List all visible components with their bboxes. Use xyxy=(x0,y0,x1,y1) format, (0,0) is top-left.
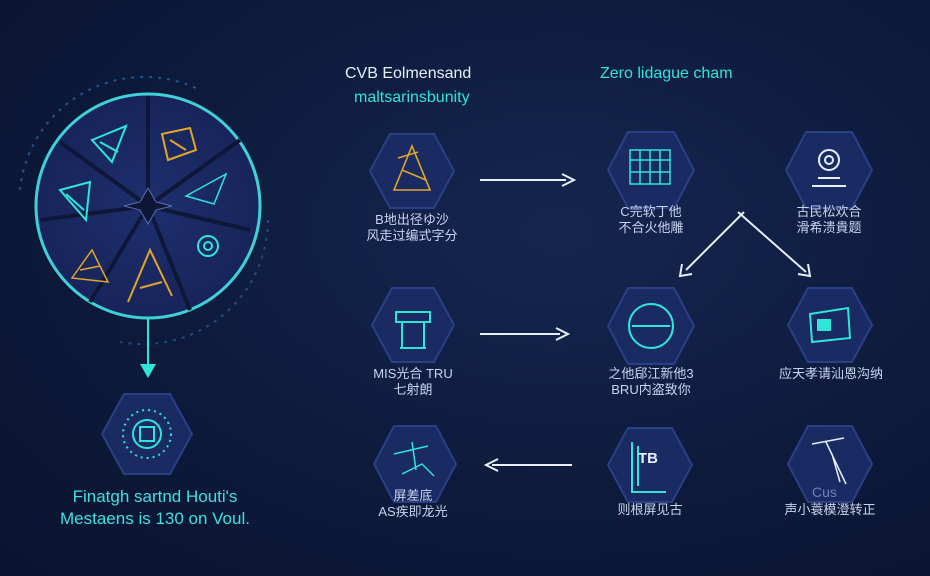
node-1-label: B地出径ゆ沙 风走过编式字分 xyxy=(342,212,482,244)
node-5-label: 之他郈江新他3 BRU内盗致你 xyxy=(576,366,726,398)
monitor-icon xyxy=(808,306,852,344)
node-9-label: 声小蓑模澄转正 xyxy=(752,502,908,518)
node-5-hexagon xyxy=(606,287,696,365)
calendar-icon xyxy=(629,149,671,185)
node-4-hexagon xyxy=(370,287,456,363)
node-4-label-line1: MIS光合 TRU xyxy=(373,366,453,381)
node-8-label: 则根屏见古 xyxy=(580,502,720,518)
location-pin-icon xyxy=(812,149,846,187)
node-3-label-line2: 滑希溃貴题 xyxy=(796,220,862,235)
arrow-right-2 xyxy=(480,327,571,341)
target-hexagon xyxy=(100,393,194,475)
right-flow-title: Zero lidague cham xyxy=(600,65,733,82)
node-2-label-line1: C完软丁他 xyxy=(620,204,682,219)
node-4-label-line2: 七射朗 xyxy=(393,382,433,397)
node-6-label-line1: 应天孝请汕恩沟纳 xyxy=(778,366,883,381)
node-1-label-line1: B地出径ゆ沙 xyxy=(375,212,449,227)
node-6-label: 应天孝请汕恩沟纳 xyxy=(748,366,914,382)
satellite-icon xyxy=(393,441,435,477)
node-8-label-line1: 则根屏见古 xyxy=(617,502,683,517)
left-caption: Finatgh sartnd Houti's Mestaens is 130 o… xyxy=(20,486,290,530)
ring-icon xyxy=(197,235,219,257)
triangle-icon xyxy=(90,124,128,164)
pyramid-icon xyxy=(58,180,92,223)
orbit-arc xyxy=(19,75,201,191)
tent-icon xyxy=(392,143,432,191)
node-7-label-line1: 屏差底 xyxy=(393,488,433,503)
node-5-label-line1: 之他郈江新他3 xyxy=(608,366,694,381)
node-3-label: 古民松欢合 滑希溃貴题 xyxy=(764,204,894,236)
node-6-hexagon xyxy=(786,287,874,363)
left-caption-line1: Finatgh sartnd Houti's xyxy=(72,487,238,506)
center-star-icon xyxy=(123,186,173,226)
branch-arrows xyxy=(678,211,812,278)
arrow-right-1 xyxy=(480,173,577,187)
node-7-label-line2: AS疾即龙光 xyxy=(378,504,448,519)
box-icon xyxy=(160,126,198,162)
node-2-label: C完软丁他 不合火他雕 xyxy=(586,204,716,236)
document-icon xyxy=(631,442,666,493)
node-2-label-line2: 不合火他雕 xyxy=(618,220,684,235)
node-9-inner-text: Cus xyxy=(812,484,837,500)
node-3-hexagon xyxy=(784,131,874,209)
node-7-hexagon xyxy=(372,425,458,503)
node-8-hexagon xyxy=(606,427,694,503)
flag-icon xyxy=(127,247,173,303)
orbit-arc xyxy=(119,219,269,346)
node-8-badge: TB xyxy=(638,450,658,467)
node-9-label-line1: 声小蓑模澄转正 xyxy=(784,502,876,517)
crane-icon xyxy=(811,437,847,485)
node-1-hexagon xyxy=(368,133,456,209)
left-flow-title: CVB Eolmensand xyxy=(345,65,472,82)
left-caption-line2: Mestaens is 130 on Voul. xyxy=(60,509,250,528)
arrow-left-1 xyxy=(484,458,572,472)
node-9-hexagon xyxy=(786,425,874,503)
node-5-label-line2: BRU内盗致你 xyxy=(611,382,691,397)
disc-icon xyxy=(628,303,674,349)
down-arrow xyxy=(140,318,156,378)
target-icon xyxy=(139,426,155,442)
wheel-diagram xyxy=(19,75,269,346)
node-2-hexagon xyxy=(606,131,696,209)
node-7-label: 屏差底 AS疾即龙光 xyxy=(338,488,488,520)
node-1-label-line2: 风走过编式字分 xyxy=(366,228,458,243)
mountain-icon xyxy=(70,248,110,283)
node-4-label: MIS光合 TRU 七射朗 xyxy=(340,366,486,398)
node-3-label-line1: 古民松欢合 xyxy=(796,204,862,219)
arrow-spike-icon xyxy=(184,172,228,205)
left-flow-subtitle: maltsarinsbunity xyxy=(354,89,470,106)
pillar-icon xyxy=(395,311,431,349)
